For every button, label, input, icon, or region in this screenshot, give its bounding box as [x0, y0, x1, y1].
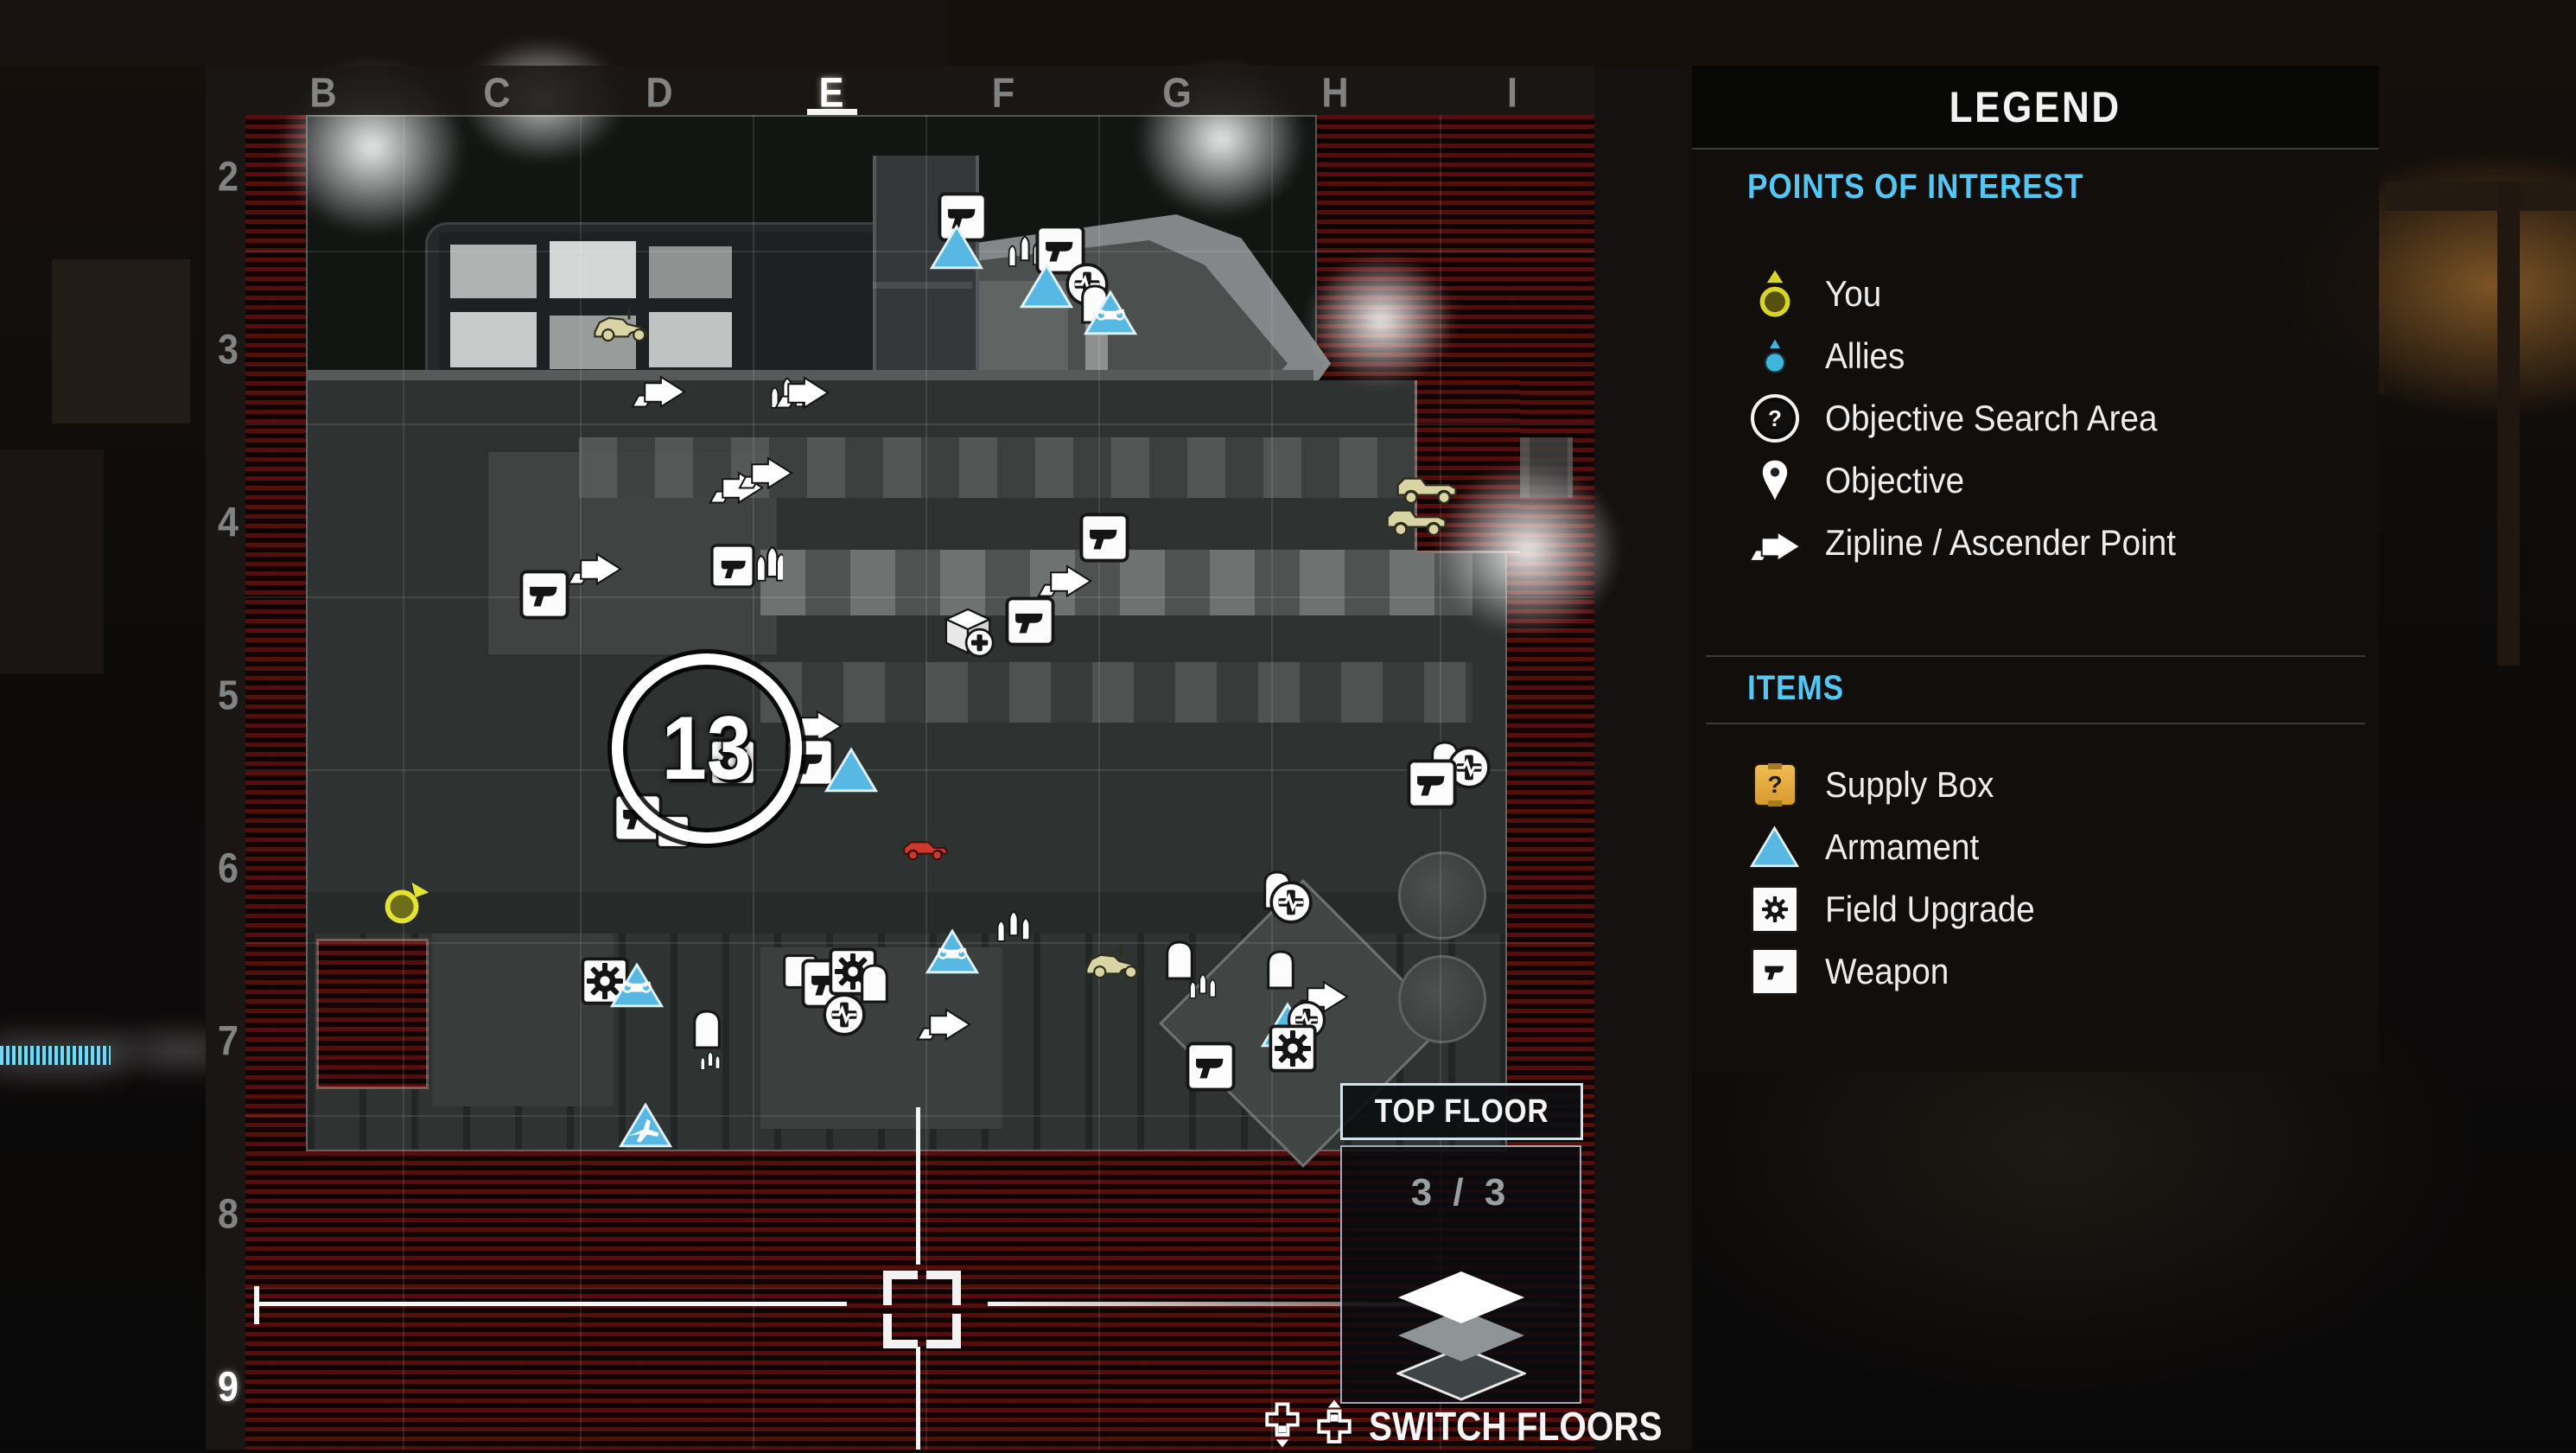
- weapon-box-marker: [1005, 596, 1055, 647]
- legend-item-label: Objective Search Area: [1825, 398, 2157, 439]
- zipline-marker: [773, 366, 830, 411]
- cursor-column-tick: [807, 109, 857, 115]
- grid-row-label-6: 6: [218, 845, 239, 893]
- you-icon: [1747, 270, 1803, 318]
- grid-col-label-C: C: [483, 70, 510, 118]
- map-restricted-block: [316, 939, 429, 1089]
- field-upgrade-marker: [1269, 1024, 1317, 1073]
- legend-title: LEGEND: [1949, 82, 2121, 132]
- buggy-marker: [1082, 942, 1144, 980]
- objective-search-number: 13: [662, 698, 752, 800]
- legend-item-you: You: [1747, 266, 2352, 322]
- floor-indicator: 3 / 3: [1340, 1145, 1581, 1404]
- weapon-box-marker: [1407, 759, 1457, 809]
- legend-item-field-upgrade: Field Upgrade: [1747, 882, 2352, 937]
- map-ground-area: [306, 380, 1507, 1151]
- armament-icon: [1747, 825, 1803, 869]
- grid-row-band: [206, 66, 245, 1450]
- dpad-down-icon: [1260, 1399, 1305, 1453]
- armament-plane-marker: [619, 1102, 672, 1149]
- objective-search-icon: ?: [1747, 394, 1803, 443]
- legend-item-label: Allies: [1825, 335, 1905, 377]
- armament-drone-marker: [610, 962, 664, 1009]
- armament-marker: [824, 747, 878, 793]
- grid-row-label-8: 8: [218, 1191, 239, 1239]
- zipline-marker: [1036, 555, 1093, 600]
- allies-icon: [1747, 334, 1803, 379]
- cursor-row-tick: [254, 1286, 259, 1324]
- legend-item-objective: Objective: [1747, 453, 2352, 508]
- legend-title-band: LEGEND: [1692, 66, 2379, 150]
- grid-row-label-9: 9: [218, 1364, 239, 1412]
- legend-item-objective-search-area: ? Objective Search Area: [1747, 391, 2352, 446]
- truck-marker: [1394, 470, 1461, 507]
- legend-section-points-of-interest: POINTS OF INTEREST: [1747, 168, 2083, 207]
- grid-col-label-G: G: [1162, 70, 1192, 118]
- armament-drone-marker: [1084, 290, 1137, 336]
- med-circle-marker: [1269, 880, 1313, 925]
- zipline-marker: [630, 366, 687, 411]
- legend-item-label: Field Upgrade: [1825, 889, 2035, 930]
- grid-col-label-B: B: [309, 70, 336, 118]
- legend-item-weapon: Weapon: [1747, 944, 2352, 999]
- ammo-marker: [698, 1049, 722, 1074]
- legend-item-label: Objective: [1825, 460, 1964, 501]
- grid-col-label-H: H: [1321, 70, 1348, 118]
- zipline-marker: [737, 447, 794, 492]
- zipline-icon: [1747, 520, 1803, 565]
- legend-item-label: Zipline / Ascender Point: [1825, 522, 2176, 564]
- legend-section-items: ITEMS: [1747, 669, 1844, 708]
- legend-item-allies: Allies: [1747, 328, 2352, 384]
- grid-row-label-4: 4: [218, 500, 239, 547]
- armament-marker: [930, 224, 983, 271]
- you-marker: [382, 878, 430, 927]
- med-circle-marker: [822, 992, 867, 1037]
- floor-count: 3 / 3: [1342, 1171, 1580, 1214]
- floor-layer-top-icon: [1396, 1270, 1526, 1325]
- car-red-marker: [901, 833, 950, 863]
- grid-col-label-F: F: [992, 70, 1014, 118]
- switch-floors-label: SWITCH FLOORS: [1369, 1403, 1663, 1450]
- hud-gauge-bar: [0, 1046, 111, 1065]
- legend-item-armament: Armament: [1747, 819, 2352, 875]
- weapon-icon: [1747, 947, 1803, 996]
- grid-row-label-3: 3: [218, 327, 239, 374]
- dpad-up-icon: [1312, 1399, 1357, 1453]
- armor-marker: [689, 1008, 725, 1051]
- weapon-ammo-marker: [710, 540, 783, 589]
- objective-icon: [1747, 457, 1803, 504]
- buggy-marker: [590, 305, 652, 343]
- grid-col-label-D: D: [646, 70, 672, 118]
- weapon-box-marker: [519, 570, 569, 620]
- floor-name-box: TOP FLOOR: [1340, 1083, 1583, 1140]
- supply-box-icon: ?: [1747, 763, 1803, 806]
- switch-floors-button[interactable]: SWITCH FLOORS: [1260, 1402, 1606, 1450]
- zipline-marker: [915, 998, 972, 1043]
- legend-item-label: Weapon: [1825, 951, 1949, 992]
- cursor-line-horizontal: [256, 1302, 847, 1306]
- grid-row-label-7: 7: [218, 1018, 239, 1066]
- ammo-marker: [994, 908, 1034, 947]
- grid-row-label-5: 5: [218, 672, 239, 720]
- legend-item-label: Supply Box: [1825, 764, 1994, 806]
- floor-name-label: TOP FLOOR: [1375, 1093, 1549, 1131]
- weapon-box-marker: [1186, 1042, 1236, 1092]
- truck-marker: [1383, 502, 1451, 539]
- field-upgrade-icon: [1747, 885, 1803, 934]
- armament-drone-marker: [925, 928, 979, 975]
- med-crate-marker: [943, 606, 996, 660]
- cursor-line-vertical: [916, 1347, 920, 1450]
- cursor-line-vertical: [916, 1107, 920, 1265]
- legend-item-label: You: [1825, 273, 1881, 315]
- grid-column-band: [206, 66, 1594, 115]
- legend-item-zipline-ascender-point: Zipline / Ascender Point: [1747, 515, 2352, 570]
- grid-col-label-I: I: [1507, 70, 1517, 118]
- objective-search-area-marker: 13: [612, 653, 802, 844]
- legend-item-label: Armament: [1825, 826, 1979, 868]
- legend-item-supply-box: ? Supply Box: [1747, 757, 2352, 813]
- zipline-marker: [566, 543, 623, 588]
- ammo-marker: [1187, 972, 1219, 1004]
- grid-row-label-2: 2: [218, 154, 239, 201]
